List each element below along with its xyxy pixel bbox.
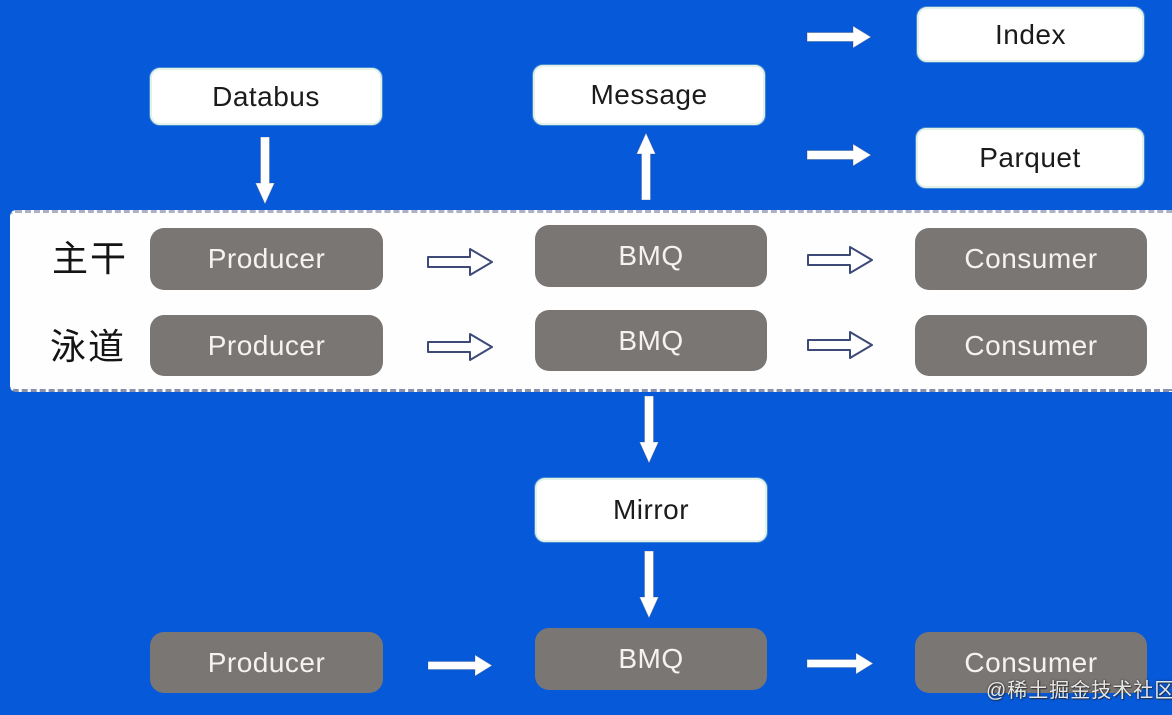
node-databus: Databus (150, 68, 382, 125)
arrow-down-databus-icon (254, 137, 276, 205)
watermark: @稀土掘金技术社区 (986, 680, 1172, 702)
arrow-right-bottom-2-icon (806, 652, 874, 675)
lane-label-swimlane: 泳道 (50, 326, 127, 367)
arrow-down-band-to-mirror-icon (638, 396, 660, 464)
node-consumer-trunk: Consumer (915, 228, 1147, 290)
node-mirror: Mirror (535, 478, 767, 542)
node-index: Index (917, 7, 1144, 62)
node-producer-trunk: Producer (150, 228, 383, 290)
arrow-right-to-parquet-icon (806, 143, 872, 167)
node-parquet: Parquet (916, 128, 1144, 188)
node-producer-mirror: Producer (150, 632, 383, 693)
node-bmq-trunk: BMQ (535, 225, 767, 287)
arrow-right-outline-swimlane-2-icon (807, 331, 873, 359)
arrow-right-outline-swimlane-1-icon (427, 333, 493, 361)
arrow-right-to-index-icon (806, 25, 872, 49)
lane-label-trunk: 主干 (52, 238, 129, 279)
node-producer-swimlane: Producer (150, 315, 383, 376)
arrow-right-bottom-1-icon (427, 654, 493, 677)
arrow-up-message-icon (635, 132, 657, 200)
node-bmq-mirror: BMQ (535, 628, 767, 690)
arrow-right-outline-trunk-2-icon (807, 246, 873, 274)
node-consumer-mirror: Consumer (915, 632, 1147, 693)
node-consumer-swimlane: Consumer (915, 315, 1147, 376)
node-message: Message (533, 65, 765, 125)
node-bmq-swimlane: BMQ (535, 310, 767, 371)
arrow-down-mirror-to-bmq-icon (638, 551, 660, 619)
arrow-right-outline-trunk-1-icon (427, 248, 493, 276)
